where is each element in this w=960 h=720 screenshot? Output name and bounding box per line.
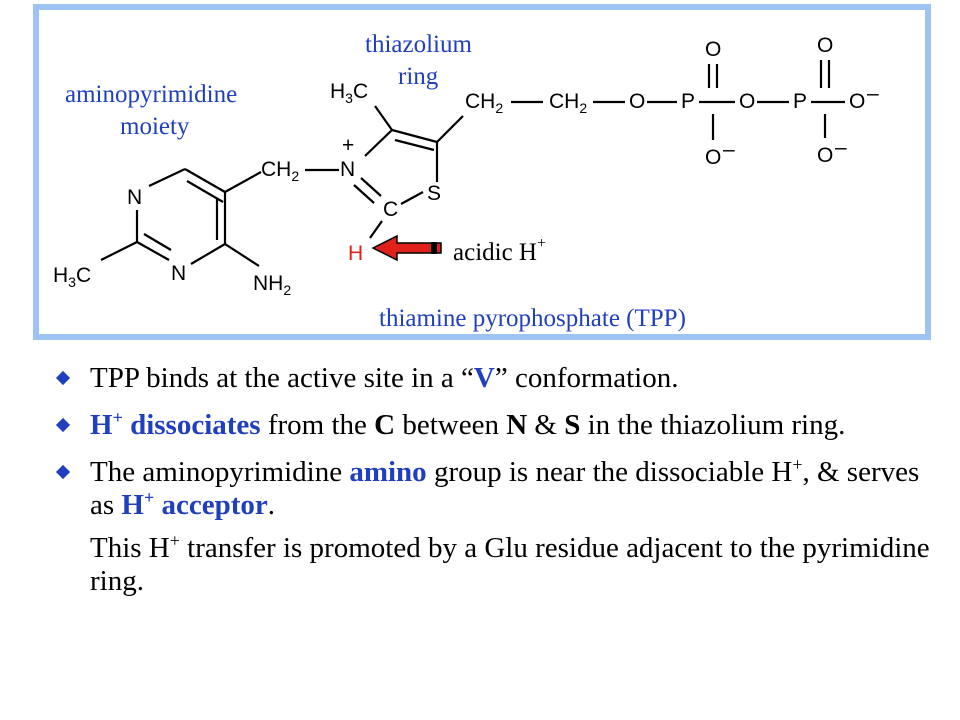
atom-o-minus1: O [705,146,721,169]
atom-ring-n1: N [127,186,142,209]
tpp-structure-diagram: thiazolium ring aminopyrimidine moiety H… [53,31,879,332]
structure-figure-box: thiazolium ring aminopyrimidine moiety H… [33,4,931,340]
thiazolium-label-line2: ring [398,63,439,90]
bullet-item-1: TPP binds at the active site in a “V” co… [52,362,932,395]
bond-ring-ch2 [224,171,262,193]
atom-ch2-bridge: CH2 [261,158,299,184]
atom-ch2-b: CH2 [549,90,587,116]
atom-plus-charge: + [342,134,354,157]
bullet-item-2: H+ dissociates from the C between N & S … [52,408,932,442]
bond-n-c [360,177,382,197]
atom-o-end: O [849,90,865,113]
atom-n-plus: N [340,158,355,181]
bond-py-4 [136,241,170,261]
atom-o-top2: O [817,34,833,57]
atom-o-minus2: O [817,144,833,167]
bond-methyl [374,105,393,131]
minus-charge-2: – [835,136,847,159]
atom-ring-n2: N [171,262,186,285]
atom-o2: O [739,90,755,113]
minus-charge-end: – [867,82,879,105]
note-paragraph: This H+ transfer is promoted by a Glu re… [90,530,930,597]
atom-o1: O [629,90,645,113]
bond-c4-c5-double [394,138,435,152]
bond-c4-n [364,129,393,157]
bond-c-s [400,191,424,205]
bond-py-4-double [143,233,172,251]
bond-py-nh2 [224,243,260,267]
diamond-bullet-icon [55,464,71,480]
tpp-name-label: thiamine pyrophosphate (TPP) [379,305,686,332]
bond-py-1 [184,168,226,193]
minus-charge-1: – [723,138,735,161]
thiazolium-label-line1: thiazolium [365,31,472,58]
atom-c2: C [383,198,398,221]
bond-c-h [369,220,383,239]
bond-py-methyl [100,241,138,261]
arrow-tail-mark [431,242,437,254]
diamond-bullet-icon [55,417,71,433]
atom-ch2-a: CH2 [465,90,503,116]
diamond-bullet-icon [55,370,71,386]
bond-py-5 [190,243,226,265]
atom-o-top1: O [705,38,721,61]
aminopyrimidine-label-line1: aminopyrimidine [65,81,237,108]
bond-c4-c5 [391,128,438,144]
atom-p1: P [681,90,695,113]
aminopyrimidine-label-line2: moiety [120,113,190,140]
atom-h3c-top: H3C [330,80,368,106]
bond-c5-ch2 [436,115,464,143]
bond-n-c-double [353,184,375,204]
red-arrow-icon [371,234,442,262]
atom-p2: P [793,90,807,113]
atom-nh2: NH2 [253,272,291,298]
atom-s: S [427,182,441,205]
bullet-list: TPP binds at the active site in a “V” co… [52,362,932,598]
atom-acidic-h: H [348,242,363,265]
atom-h3c-ring: H3C [53,264,91,290]
bullet-item-3: The aminopyrimidine amino group is near … [52,455,932,522]
bond-py-2 [148,168,186,187]
acidic-h-label: acidic H+ [453,235,546,266]
